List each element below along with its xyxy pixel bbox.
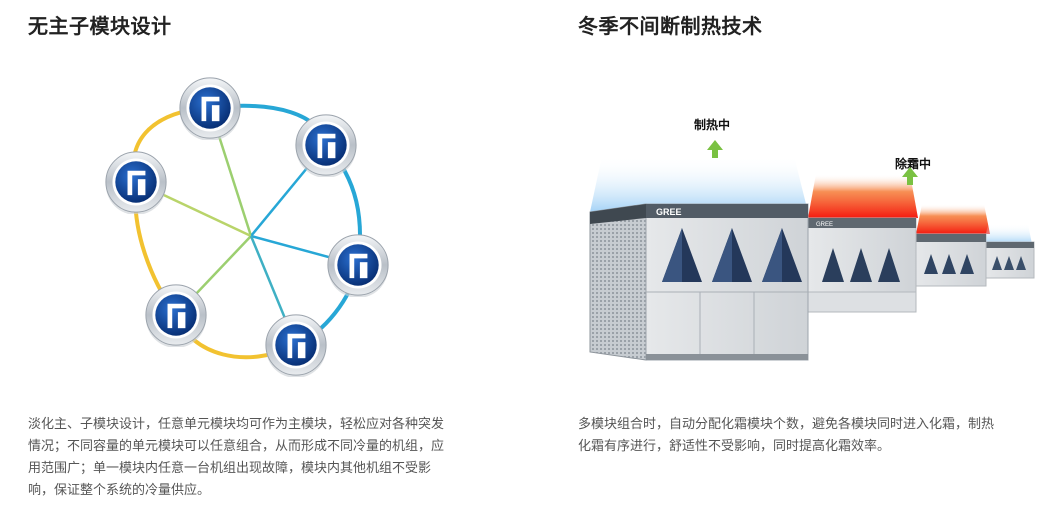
- desc-line: 用范围广；单一模块内任意一台机组出现故障，模块内其他机组不受影: [28, 461, 432, 476]
- section-title-modular: 无主子模块设计: [28, 14, 172, 38]
- unit-3: [913, 233, 987, 287]
- unit-4: [983, 241, 1035, 279]
- unit-2: GREE: [807, 217, 917, 313]
- heating-label: 制热中: [694, 118, 731, 132]
- unit-1: GREE: [589, 203, 809, 361]
- desc-line: 情况；不同容量的单元模块可以任意组合，从而形成不同冷量的机组，应: [28, 439, 445, 454]
- heating-description: 多模块组合时，自动分配化霜模块个数，避免各模块同时进入化霜，制热 化霜有序进行，…: [578, 414, 1038, 458]
- section-title-heating: 冬季不间断制热技术: [578, 14, 763, 38]
- module-network-diagram: [105, 77, 389, 377]
- desc-line: 多模块组合时，自动分配化霜模块个数，避免各模块同时进入化霜，制热: [578, 417, 995, 432]
- desc-line: 响，保证整个系统的冷量供应。: [28, 483, 211, 498]
- modular-description: 淡化主、子模块设计，任意单元模块均可作为主模块，轻松应对各种突发 情况；不同容量…: [28, 414, 488, 502]
- defrost-label: 除霜中: [895, 157, 932, 171]
- desc-line: 淡化主、子模块设计，任意单元模块均可作为主模块，轻松应对各种突发: [28, 417, 445, 432]
- svg-text:GREE: GREE: [656, 207, 682, 217]
- heat-pump-units-illustration: GREE GREE: [589, 140, 1035, 361]
- desc-line: 化霜有序进行，舒适性不受影响，同时提高化霜效率。: [578, 439, 891, 454]
- svg-text:GREE: GREE: [816, 222, 833, 228]
